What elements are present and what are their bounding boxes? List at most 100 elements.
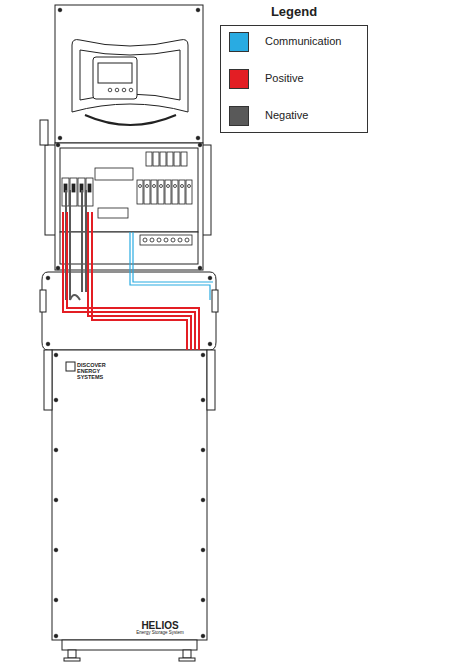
ground-screw [178,238,182,242]
screw [56,143,60,147]
screw [54,498,58,502]
breaker-toggle [88,184,91,192]
screw [201,448,205,452]
legend-swatch [229,69,249,89]
display-button [108,88,112,92]
display-button [122,88,126,92]
screw [54,634,58,638]
terminal-block [137,180,143,204]
logo-mark [66,362,75,371]
cabinet-side [44,350,52,410]
screw [54,398,58,402]
ground-screw [157,238,161,242]
inverter-front-inner [80,50,180,100]
screw [54,598,58,602]
negative-wire [82,190,86,292]
display-screen [98,63,132,83]
relay [167,152,173,166]
terminal-screw [167,185,170,188]
wiring-compartment [55,143,203,270]
screw [198,143,202,147]
terminal-block [186,180,192,204]
foot-pad [64,658,80,661]
terminal-block [144,180,150,204]
breaker [86,178,93,206]
terminal-screw [153,185,156,188]
terminal-screw [181,185,184,188]
front-swoosh [85,115,176,125]
ground-screw [143,238,147,242]
positive-wire [63,212,195,350]
screw [201,353,205,357]
terminal-screw [188,185,191,188]
foot-pad [179,658,195,661]
screw [196,8,200,12]
screw [208,276,212,280]
terminal-screw [146,185,149,188]
display-frame [93,57,137,99]
ground-bar [140,235,192,245]
wiring-panel-lower [60,232,198,264]
terminal-screw [139,185,142,188]
battery-cabinet: DISCOVER ENERGY SYSTEMS HELIOSEnergy Stor… [52,350,207,640]
positive-wires [63,212,199,350]
cabinet-side [207,350,215,410]
negative-wire [66,190,80,300]
screw [54,548,58,552]
terminal-block [172,180,178,204]
screw [56,266,60,270]
module-handle [40,290,46,312]
ground-screw [171,238,175,242]
cabinet-base [62,640,197,650]
display-button [129,88,133,92]
product-name: HELIOS [130,620,190,631]
communication-wire [130,232,210,300]
positive-wire [92,212,187,350]
ground-screw [150,238,154,242]
terminal-screw [174,185,177,188]
relay [146,152,152,166]
terminal-block [179,180,185,204]
legend-text: Positive [265,72,304,84]
screw [54,448,58,452]
relay [181,152,187,166]
terminal-block [165,180,171,204]
battery-cabinet [52,350,207,640]
communication-wire [130,232,213,300]
relay [153,152,159,166]
foot [68,650,76,658]
circuit-board [95,168,133,180]
side-switch [40,120,48,145]
module-handle [212,290,218,312]
legend-swatch [229,32,249,52]
legend-text: Communication [265,35,341,47]
display-button [115,88,119,92]
brand-logo-text: DISCOVER ENERGY SYSTEMS [77,362,119,380]
screw [196,136,200,140]
legend-swatch [229,106,249,126]
inverter-front-band [72,40,188,112]
terminal-screw [160,185,163,188]
breaker [70,178,77,206]
relay [160,152,166,166]
product-subtitle: Energy Storage System [128,631,192,636]
negative-wires [66,190,86,300]
screw [201,634,205,638]
screw [58,136,62,140]
comm-ports [98,208,128,218]
wiring-panel [60,148,198,232]
screw [46,342,50,346]
foot [183,650,191,658]
screw [201,498,205,502]
ground-screw [185,238,189,242]
legend-title: Legend [220,5,368,19]
ground-screw [164,238,168,242]
screw [201,398,205,402]
screw [198,266,202,270]
terminal-block [151,180,157,204]
screw [46,276,50,280]
screw [201,548,205,552]
terminal-block [158,180,164,204]
inverter-housing [55,5,203,143]
relay [174,152,180,166]
